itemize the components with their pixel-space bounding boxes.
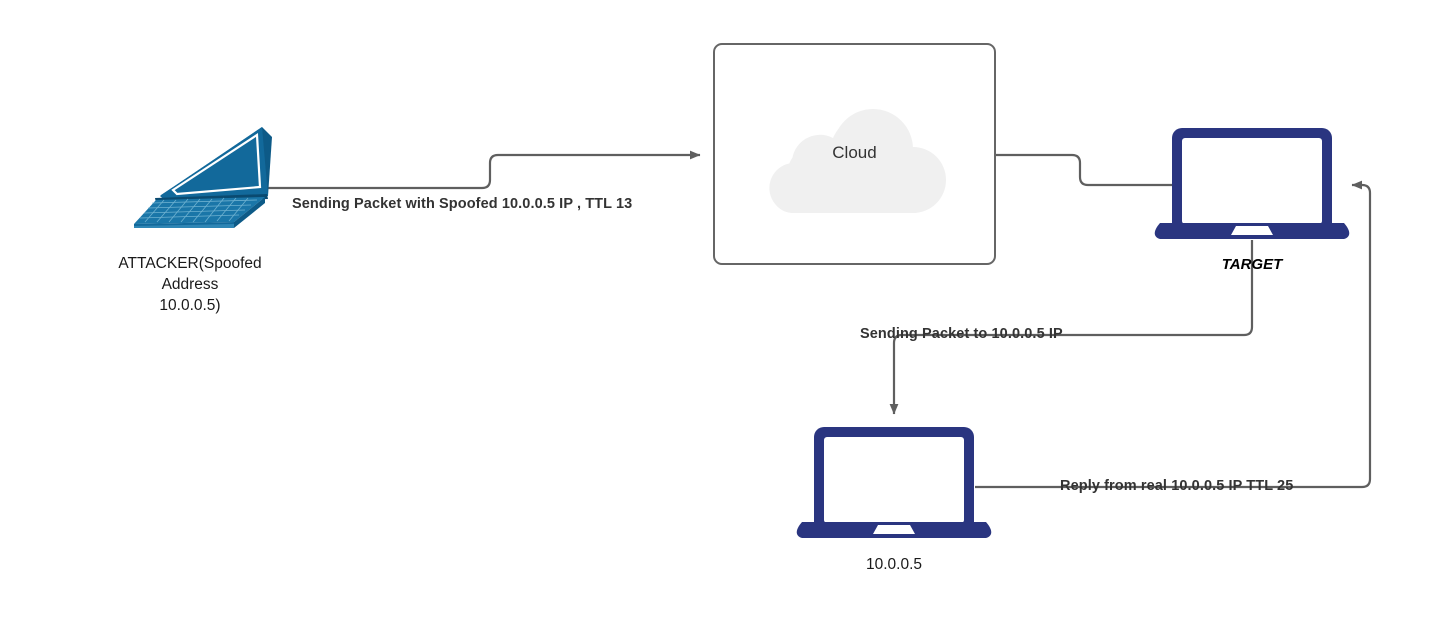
attacker-label: ATTACKER(Spoofed Address 10.0.0.5) [45,253,335,316]
edge-label-attacker-to-cloud: Sending Packet with Spoofed 10.0.0.5 IP … [292,196,633,212]
target-laptop-icon [1152,127,1352,245]
attacker-laptop-3d-icon [112,124,276,228]
wire-attacker-to-cloud [264,150,701,190]
attacker-label-line-2: Address [161,276,219,293]
edge-label-real-host-to-target: Reply from real 10.0.0.5 IP TTL 25 [1060,478,1294,494]
real-host-laptop-icon [794,426,994,544]
edge-label-target-to-real-host: Sending Packet to 10.0.0.5 IP [860,326,1063,342]
cloud-icon [761,97,954,214]
real-host-label: 10.0.0.5 [865,556,923,573]
target-label: TARGET [1221,256,1283,273]
cloud-label: Cloud [832,143,877,162]
attacker-label-line-3: 10.0.0.5) [159,297,221,314]
attacker-label-line-1: ATTACKER(Spoofed [118,255,262,272]
wire-cloud-to-target [996,153,1172,187]
